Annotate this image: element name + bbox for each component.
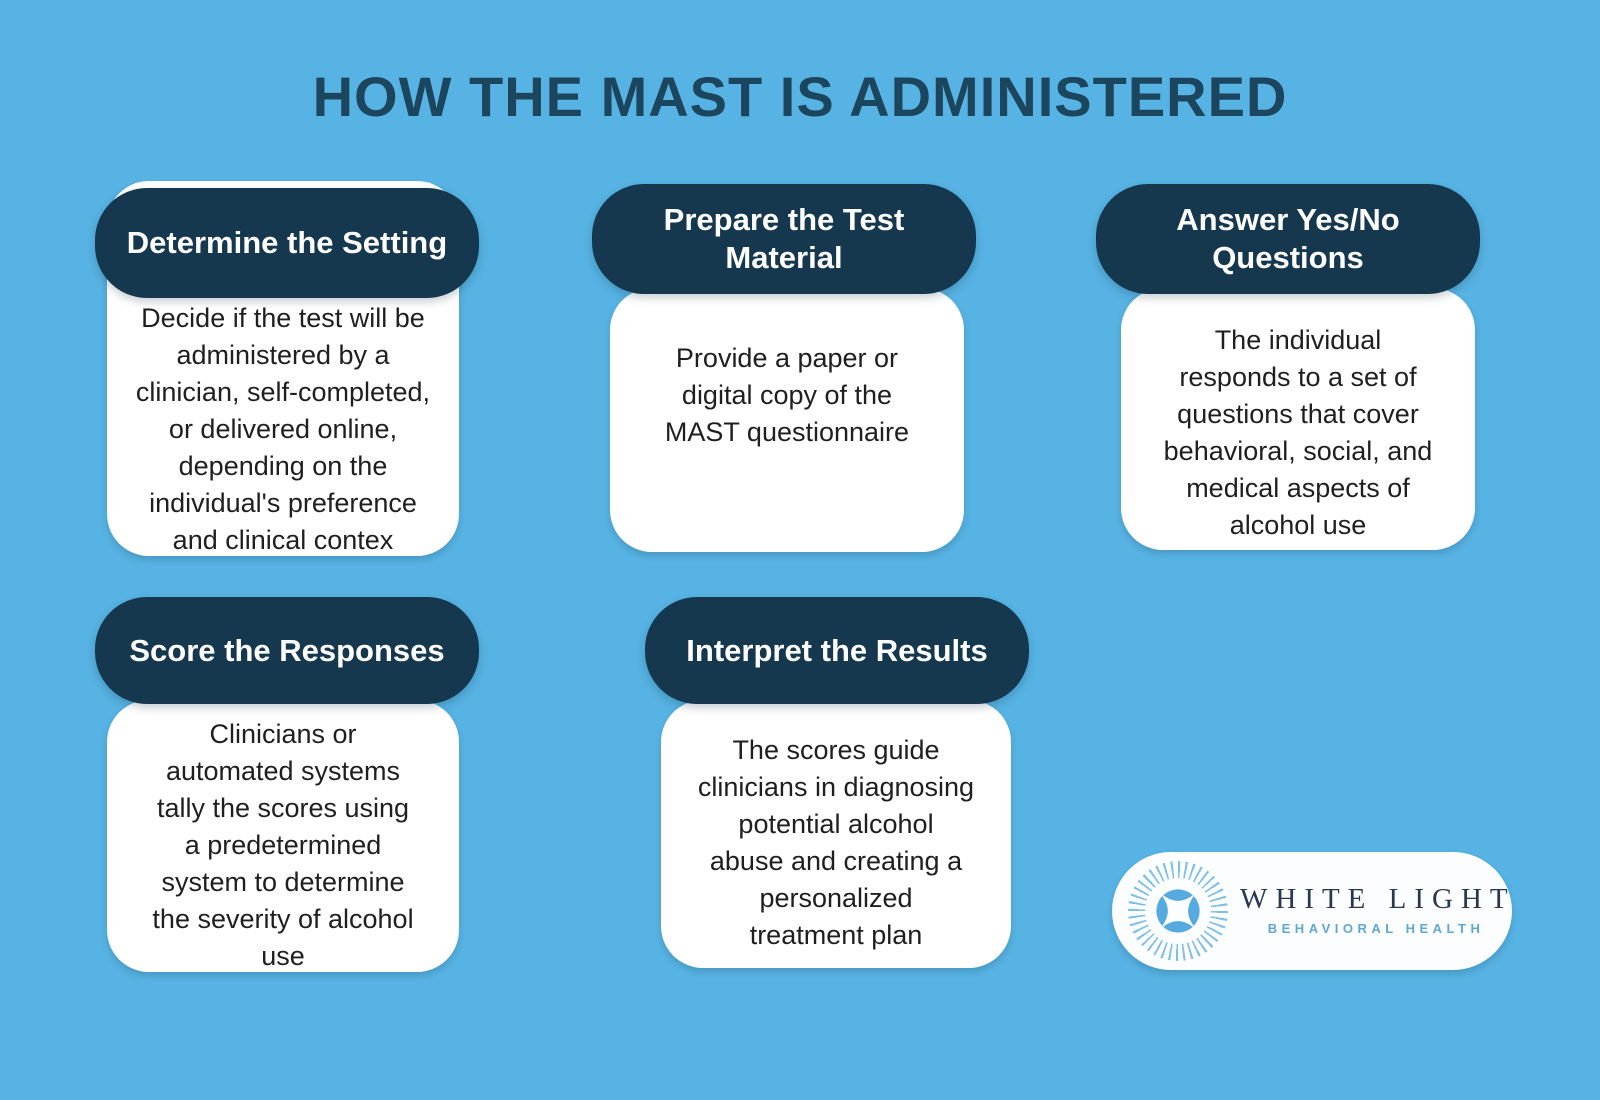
step-body-answer-yes-no-questions: The individual responds to a set of ques…	[1121, 288, 1475, 550]
brand-wordmark: WHITE LIGHT BEHAVIORAL HEALTH	[1232, 883, 1516, 936]
step-body-text: Provide a paper or digital copy of the M…	[664, 343, 910, 447]
starburst-petals	[1156, 889, 1200, 933]
step-header-label: Determine the Setting	[126, 225, 448, 261]
brand-logo-card: WHITE LIGHT BEHAVIORAL HEALTH	[1112, 852, 1512, 970]
step-body-interpret-the-results: The scores guide clinicians in diagnosin…	[661, 700, 1011, 968]
step-header-interpret-the-results: Interpret the Results	[645, 597, 1029, 704]
step-header-determine-the-setting: Determine the Setting	[95, 188, 479, 298]
step-body-text: Clinicians or automated systems tally th…	[152, 719, 414, 971]
step-header-label: Interpret the Results	[686, 632, 988, 668]
page-title: HOW THE MAST IS ADMINISTERED	[312, 65, 1288, 128]
step-header-score-the-responses: Score the Responses	[95, 597, 479, 704]
brand-name: WHITE LIGHT	[1240, 882, 1516, 915]
step-body-text: Decide if the test will be administered …	[135, 303, 431, 555]
step-body-prepare-the-test-material: Provide a paper or digital copy of the M…	[610, 288, 964, 552]
brand-tagline: BEHAVIORAL HEALTH	[1267, 920, 1485, 936]
starburst-icon	[1128, 861, 1228, 961]
step-header-label: Answer Yes/No Questions	[1176, 202, 1400, 275]
step-body-text: The scores guide clinicians in diagnosin…	[697, 735, 975, 950]
step-body-score-the-responses: Clinicians or automated systems tally th…	[107, 700, 459, 972]
step-header-prepare-the-test-material: Prepare the Test Material	[592, 184, 976, 294]
step-body-text: The individual responds to a set of ques…	[1163, 325, 1433, 540]
step-header-label: Score the Responses	[129, 632, 445, 668]
step-header-answer-yes-no-questions: Answer Yes/No Questions	[1096, 184, 1480, 294]
step-header-label: Prepare the Test Material	[663, 202, 905, 275]
